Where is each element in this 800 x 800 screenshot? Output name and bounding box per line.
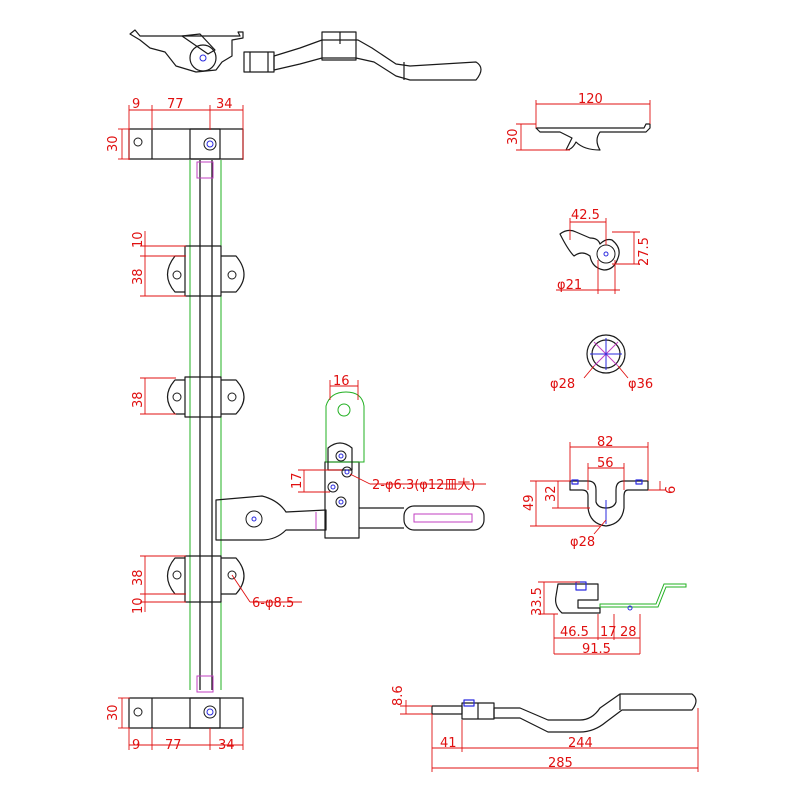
dim-top-9: 9: [132, 97, 140, 112]
dim-rosette-28: φ28: [550, 377, 575, 392]
dim-bottom-34: 34: [218, 738, 235, 753]
lever-detail: 8.6 41 244 285: [391, 685, 699, 772]
dim-gap-10-top: 10: [131, 231, 146, 248]
cam-detail: 42.5 27.5 φ21: [556, 208, 652, 294]
dim-guide-38-a: 38: [131, 268, 146, 285]
bracket-detail: 82 56 49 32 6 φ28: [522, 435, 679, 550]
hole-note-6-3: 2-φ6.3(φ12皿大): [372, 478, 475, 493]
plate-detail: 120 30: [506, 92, 651, 151]
bottom-bracket: [128, 697, 244, 729]
rod-outline: [189, 160, 222, 690]
dim-cam-21: φ21: [557, 278, 582, 293]
guide-1: [184, 245, 222, 297]
dim-top-34: 34: [216, 97, 233, 112]
dim-plate-120: 120: [578, 92, 603, 107]
dim-cam-42-5: 42.5: [571, 208, 600, 223]
rod-assembly-view: [128, 128, 485, 729]
dim-bracket-49: 49: [522, 494, 537, 511]
dim-lever-244: 244: [568, 736, 593, 751]
keeper-detail: 33.5 46.5 17 28 91.5: [530, 581, 687, 657]
dim-plate-30: 30: [506, 128, 521, 145]
dim-keeper-33-5: 33.5: [530, 587, 545, 616]
dim-keeper-46-5: 46.5: [560, 625, 589, 640]
dim-lever-8-6: 8.6: [391, 685, 406, 706]
hole-note-8-5: 6-φ8.5: [252, 596, 294, 611]
dim-lever-41: 41: [440, 736, 457, 751]
dim-top-30: 30: [106, 135, 121, 152]
dim-top-77: 77: [167, 97, 184, 112]
dim-handle-16: 16: [333, 374, 350, 389]
dim-gap-10-bottom: 10: [131, 597, 146, 614]
cam-handle-base: [215, 495, 327, 541]
rosette-detail: φ28 φ36: [550, 334, 653, 392]
dim-bottom-30: 30: [106, 704, 121, 721]
guide-2: [184, 376, 222, 418]
dim-bottom-9: 9: [132, 738, 140, 753]
dim-guide-38-b: 38: [131, 391, 146, 408]
dim-cam-27-5: 27.5: [637, 237, 652, 266]
rod-assembly-dimensions: 9 77 34 30 10 38 38 38 10 6-φ8.5 30: [106, 97, 486, 753]
dim-keeper-17: 17: [600, 625, 617, 640]
dim-bracket-82: 82: [597, 435, 614, 450]
dim-lever-285: 285: [548, 756, 573, 771]
dim-bracket-32: 32: [544, 485, 559, 502]
dim-bracket-28: φ28: [570, 535, 595, 550]
dim-handle-17: 17: [290, 472, 305, 489]
dim-bracket-56: 56: [597, 456, 614, 471]
guide-3: [184, 555, 222, 603]
top-assembly-view: [129, 29, 482, 81]
dim-guide-38-c: 38: [131, 569, 146, 586]
dim-bottom-77: 77: [165, 738, 182, 753]
dim-keeper-91-5: 91.5: [582, 642, 611, 657]
dim-rosette-36: φ36: [628, 377, 653, 392]
dim-bracket-6: 6: [664, 486, 679, 494]
dim-keeper-28: 28: [620, 625, 637, 640]
top-bracket: [128, 128, 244, 160]
